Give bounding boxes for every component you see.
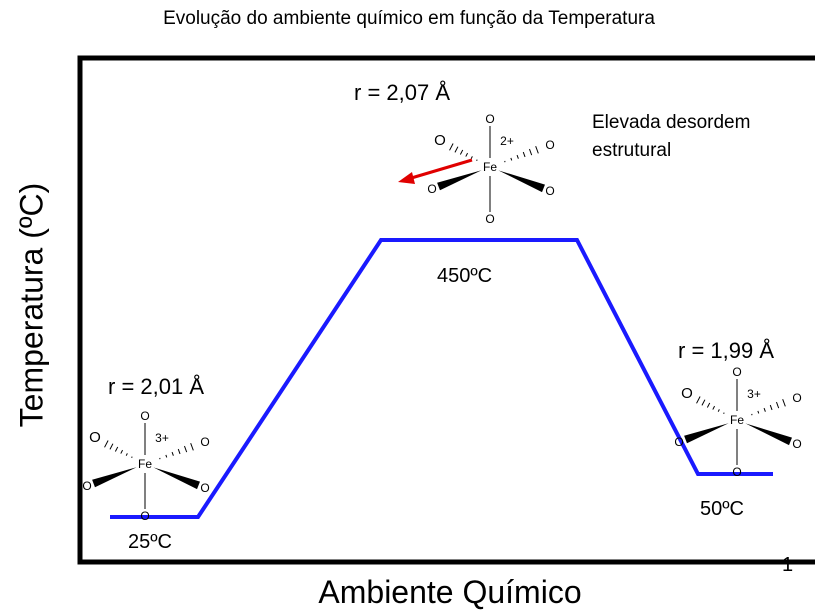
bond-hash: [120, 449, 124, 454]
bond-hash: [529, 148, 533, 156]
bond-wedge: [92, 467, 137, 488]
oxygen-atom-label: O: [792, 391, 801, 405]
page-number: 1: [782, 554, 794, 576]
oxygen-atom-label: O: [140, 509, 149, 523]
iron-atom-label: Fe: [138, 457, 152, 471]
oxygen-atom-label: O: [89, 429, 101, 446]
bond-wedge: [437, 170, 482, 191]
bond-hash: [763, 407, 766, 412]
bond-hash: [104, 440, 109, 448]
fe-octahedral-complex-25: O O O O O O Fe3+: [82, 409, 209, 523]
bond-wedge: [745, 423, 792, 446]
bond-hash: [470, 156, 473, 159]
disorder-note: Elevada desordem estrutural: [592, 112, 756, 161]
bond-hash: [510, 157, 513, 161]
bond-hash: [535, 145, 539, 154]
oxygen-atom-label: O: [681, 385, 693, 402]
bond-wedge: [684, 423, 729, 444]
oxygen-atom-label: O: [545, 184, 554, 198]
iron-atom-label: Fe: [483, 160, 497, 174]
iron-atom-label: Fe: [730, 413, 744, 427]
bond-hash: [769, 404, 773, 411]
bond-hash: [131, 456, 133, 458]
oxygen-atom-label: O: [485, 112, 494, 126]
bond-hash: [717, 409, 720, 412]
bond-hash: [516, 154, 519, 159]
temperature-profile-line: [110, 238, 773, 519]
bond-hash: [712, 405, 716, 410]
oxygen-atom-label: O: [200, 435, 209, 449]
oxygen-atom-label: O: [434, 132, 446, 149]
fe-octahedral-complex-450: O O O O O O Fe2+: [427, 112, 554, 226]
displacement-arrow: [398, 158, 473, 184]
bond-hash: [696, 396, 701, 404]
bond-wedge: [498, 170, 545, 193]
oxygen-atom-label: O: [200, 481, 209, 495]
oxygen-atom-label: O: [427, 182, 436, 196]
fe-octahedral-complex-50: O O O O O O Fe3+: [674, 365, 801, 479]
bond-hash: [109, 443, 114, 450]
bond-hash: [776, 401, 780, 409]
y-axis-label: Temperatura (ºC): [13, 182, 50, 428]
radius-label-25: r = 2,01 Å: [108, 374, 204, 399]
bond-hash: [171, 451, 174, 456]
bond-hash: [165, 454, 168, 458]
bond-hash: [459, 149, 464, 155]
oxidation-state-label: 3+: [747, 387, 761, 401]
radius-label-50: r = 1,99 Å: [678, 338, 774, 363]
oxidation-state-label: 2+: [500, 134, 514, 148]
diagram-frame: [77, 55, 815, 565]
bond-hash: [706, 402, 711, 408]
bond-hash: [757, 410, 760, 414]
bond-hash: [476, 159, 478, 161]
radius-label-450: r = 2,07 Å: [354, 80, 450, 105]
oxygen-atom-label: O: [82, 479, 91, 493]
bond-hash: [465, 152, 469, 157]
bond-hash: [184, 445, 188, 453]
oxygen-atom-label: O: [140, 409, 149, 423]
bond-wedge: [153, 467, 200, 490]
bond-hash: [701, 399, 706, 406]
bond-hash: [449, 143, 454, 151]
bond-hash: [454, 146, 459, 153]
bond-hash: [782, 398, 786, 407]
oxidation-state-label: 3+: [155, 431, 169, 445]
oxygen-atom-label: O: [545, 138, 554, 152]
x-axis-label: Ambiente Químico: [318, 574, 582, 610]
oxygen-atom-label: O: [674, 435, 683, 449]
bond-hash: [125, 453, 128, 456]
bond-hash: [190, 442, 194, 451]
oxygen-atom-label: O: [732, 365, 741, 379]
temp-label-50: 50ºC: [700, 498, 744, 520]
temp-label-25: 25ºC: [128, 531, 172, 553]
bond-hash: [114, 446, 119, 452]
diagram-title: Evolução do ambiente químico em função d…: [163, 8, 655, 29]
bond-hash: [723, 412, 725, 414]
bond-hash: [177, 448, 181, 455]
oxygen-atom-label: O: [732, 465, 741, 479]
oxygen-atom-label: O: [485, 212, 494, 226]
temp-label-450: 450ºC: [437, 265, 492, 287]
oxygen-atom-label: O: [792, 437, 801, 451]
bond-hash: [522, 151, 526, 158]
